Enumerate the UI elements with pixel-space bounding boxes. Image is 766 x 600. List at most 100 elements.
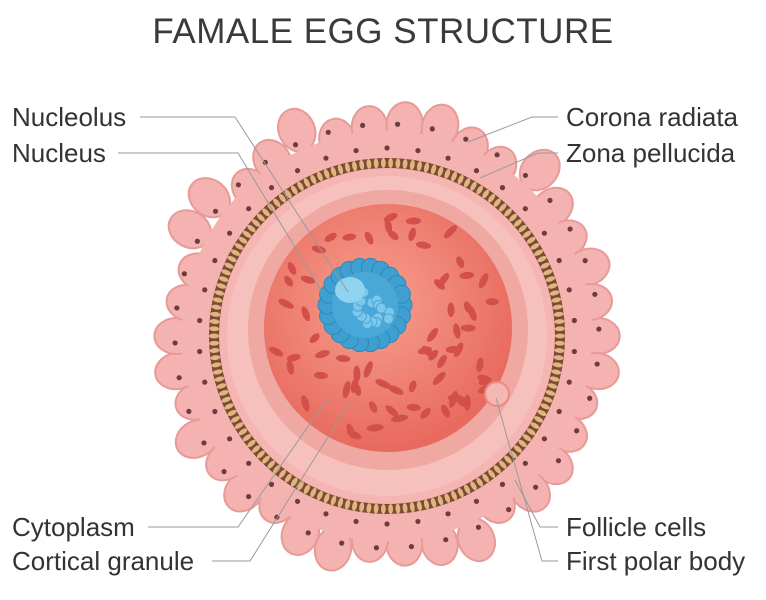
- follicle-cell-nucleus: [197, 317, 203, 324]
- follicle-cell-nucleus: [202, 287, 208, 293]
- cortical-granule-line: [212, 401, 351, 562]
- leader-lines: [118, 116, 558, 562]
- zona-bead: [509, 213, 518, 222]
- zona-bead: [317, 490, 323, 501]
- zona-bead: [554, 326, 565, 332]
- follicle-cell-nucleus: [360, 122, 366, 129]
- zona-bead: [504, 208, 512, 217]
- zona-bead: [209, 340, 220, 346]
- zona-bead: [238, 236, 248, 244]
- zona-bead: [218, 276, 229, 282]
- zona-bead: [554, 340, 565, 346]
- follicle-cell-nucleus: [408, 543, 414, 550]
- zona-bead: [549, 290, 560, 296]
- follicle-cell-nucleus: [212, 257, 218, 264]
- cortical-granule: [456, 256, 465, 269]
- nucleolus-line: [140, 116, 349, 293]
- zona-bead: [262, 455, 270, 464]
- zona-bead: [227, 255, 237, 263]
- follicle-cell-nucleus: [186, 408, 192, 414]
- follicle-cell-nucleus: [475, 524, 482, 530]
- cortical-granule: [278, 298, 294, 309]
- zona-bead: [380, 158, 386, 169]
- zona-bead: [540, 403, 550, 410]
- cortical-granule: [335, 355, 351, 363]
- follicle-cell-nucleus: [235, 182, 241, 188]
- nucleus-line: [118, 152, 323, 293]
- cortical-granule: [390, 414, 409, 423]
- zona-bead: [216, 283, 227, 289]
- zona-bead: [498, 460, 507, 469]
- zona-bead: [256, 450, 265, 459]
- cortical-granule: [342, 233, 357, 241]
- follicle-cell-nucleus: [463, 136, 469, 142]
- cortical-granule: [449, 390, 458, 408]
- cortical-granule: [476, 357, 484, 373]
- zona-bead: [402, 158, 408, 169]
- follicle-cell-nucleus: [212, 208, 219, 214]
- zona-bead: [216, 383, 227, 389]
- follicle-cell-nucleus: [305, 530, 311, 536]
- follicle-cell-nucleus: [596, 326, 602, 332]
- zona-bead: [214, 376, 225, 382]
- zona-bead: [554, 319, 565, 324]
- follicle-cell-nucleus: [547, 197, 553, 203]
- cortical-granule: [434, 279, 445, 290]
- zona-bead: [504, 455, 512, 464]
- cortical-granule: [347, 430, 362, 440]
- zona-bead: [373, 503, 379, 514]
- zona-bead: [451, 490, 457, 501]
- zona-bead: [290, 185, 298, 195]
- cortical-granule: [309, 333, 320, 344]
- cortical-granule: [417, 346, 432, 355]
- follicle-cell-nucleus: [268, 185, 275, 191]
- nucleolus-body: [335, 277, 365, 303]
- cortical-granule: [406, 403, 421, 411]
- follicle-cell-nucleus: [429, 126, 435, 132]
- label-nucleus: Nucleus: [12, 138, 106, 168]
- zona-bead: [209, 333, 219, 339]
- zona-bead: [552, 362, 563, 368]
- cortical-granule: [387, 385, 404, 395]
- zona-bead: [224, 262, 234, 269]
- cortical-granule: [268, 346, 284, 357]
- zona-bead: [337, 164, 344, 175]
- follicle-cell-nucleus: [339, 540, 345, 546]
- follicle-cell-nucleus: [567, 226, 573, 232]
- cortical-granule: [460, 324, 476, 332]
- zona-bead: [553, 311, 564, 317]
- zona-bead: [344, 499, 351, 510]
- cortical-granule: [301, 395, 310, 412]
- cortical-granule: [453, 323, 461, 339]
- cortical-granule: [408, 380, 417, 393]
- follicle-cell-nucleus: [246, 460, 252, 466]
- follicle-cell-nucleus: [221, 469, 227, 475]
- zona-bead: [251, 219, 261, 227]
- zona-bead: [234, 243, 244, 250]
- label-nucleolus: Nucleolus: [12, 102, 127, 132]
- zona-bead: [323, 169, 330, 179]
- cortical-granule: [447, 302, 455, 318]
- cortical-granule: [286, 360, 295, 375]
- zona-bead: [330, 495, 337, 506]
- follicle-cell-nucleus: [292, 142, 299, 148]
- zona-bead: [388, 503, 394, 514]
- zona-bead: [530, 243, 540, 250]
- follicle-cell-nucleus: [566, 379, 572, 385]
- zona-bead: [218, 390, 229, 396]
- cortical-granule: [405, 217, 422, 225]
- zona-bead: [227, 409, 237, 417]
- zona-bead: [303, 484, 310, 494]
- follicle-cell-nucleus: [533, 484, 539, 490]
- zona-bead: [210, 355, 221, 361]
- zona-bead: [493, 465, 501, 474]
- zona-bead: [278, 469, 286, 479]
- zona-bead: [297, 481, 304, 491]
- cortical-granule: [463, 301, 472, 314]
- follicle-cell-nucleus: [323, 511, 329, 517]
- follicle-cell-nucleus: [245, 493, 252, 500]
- zona-bead: [214, 290, 225, 296]
- zona-bead: [373, 158, 379, 169]
- follicle-cell-nucleus: [473, 168, 480, 174]
